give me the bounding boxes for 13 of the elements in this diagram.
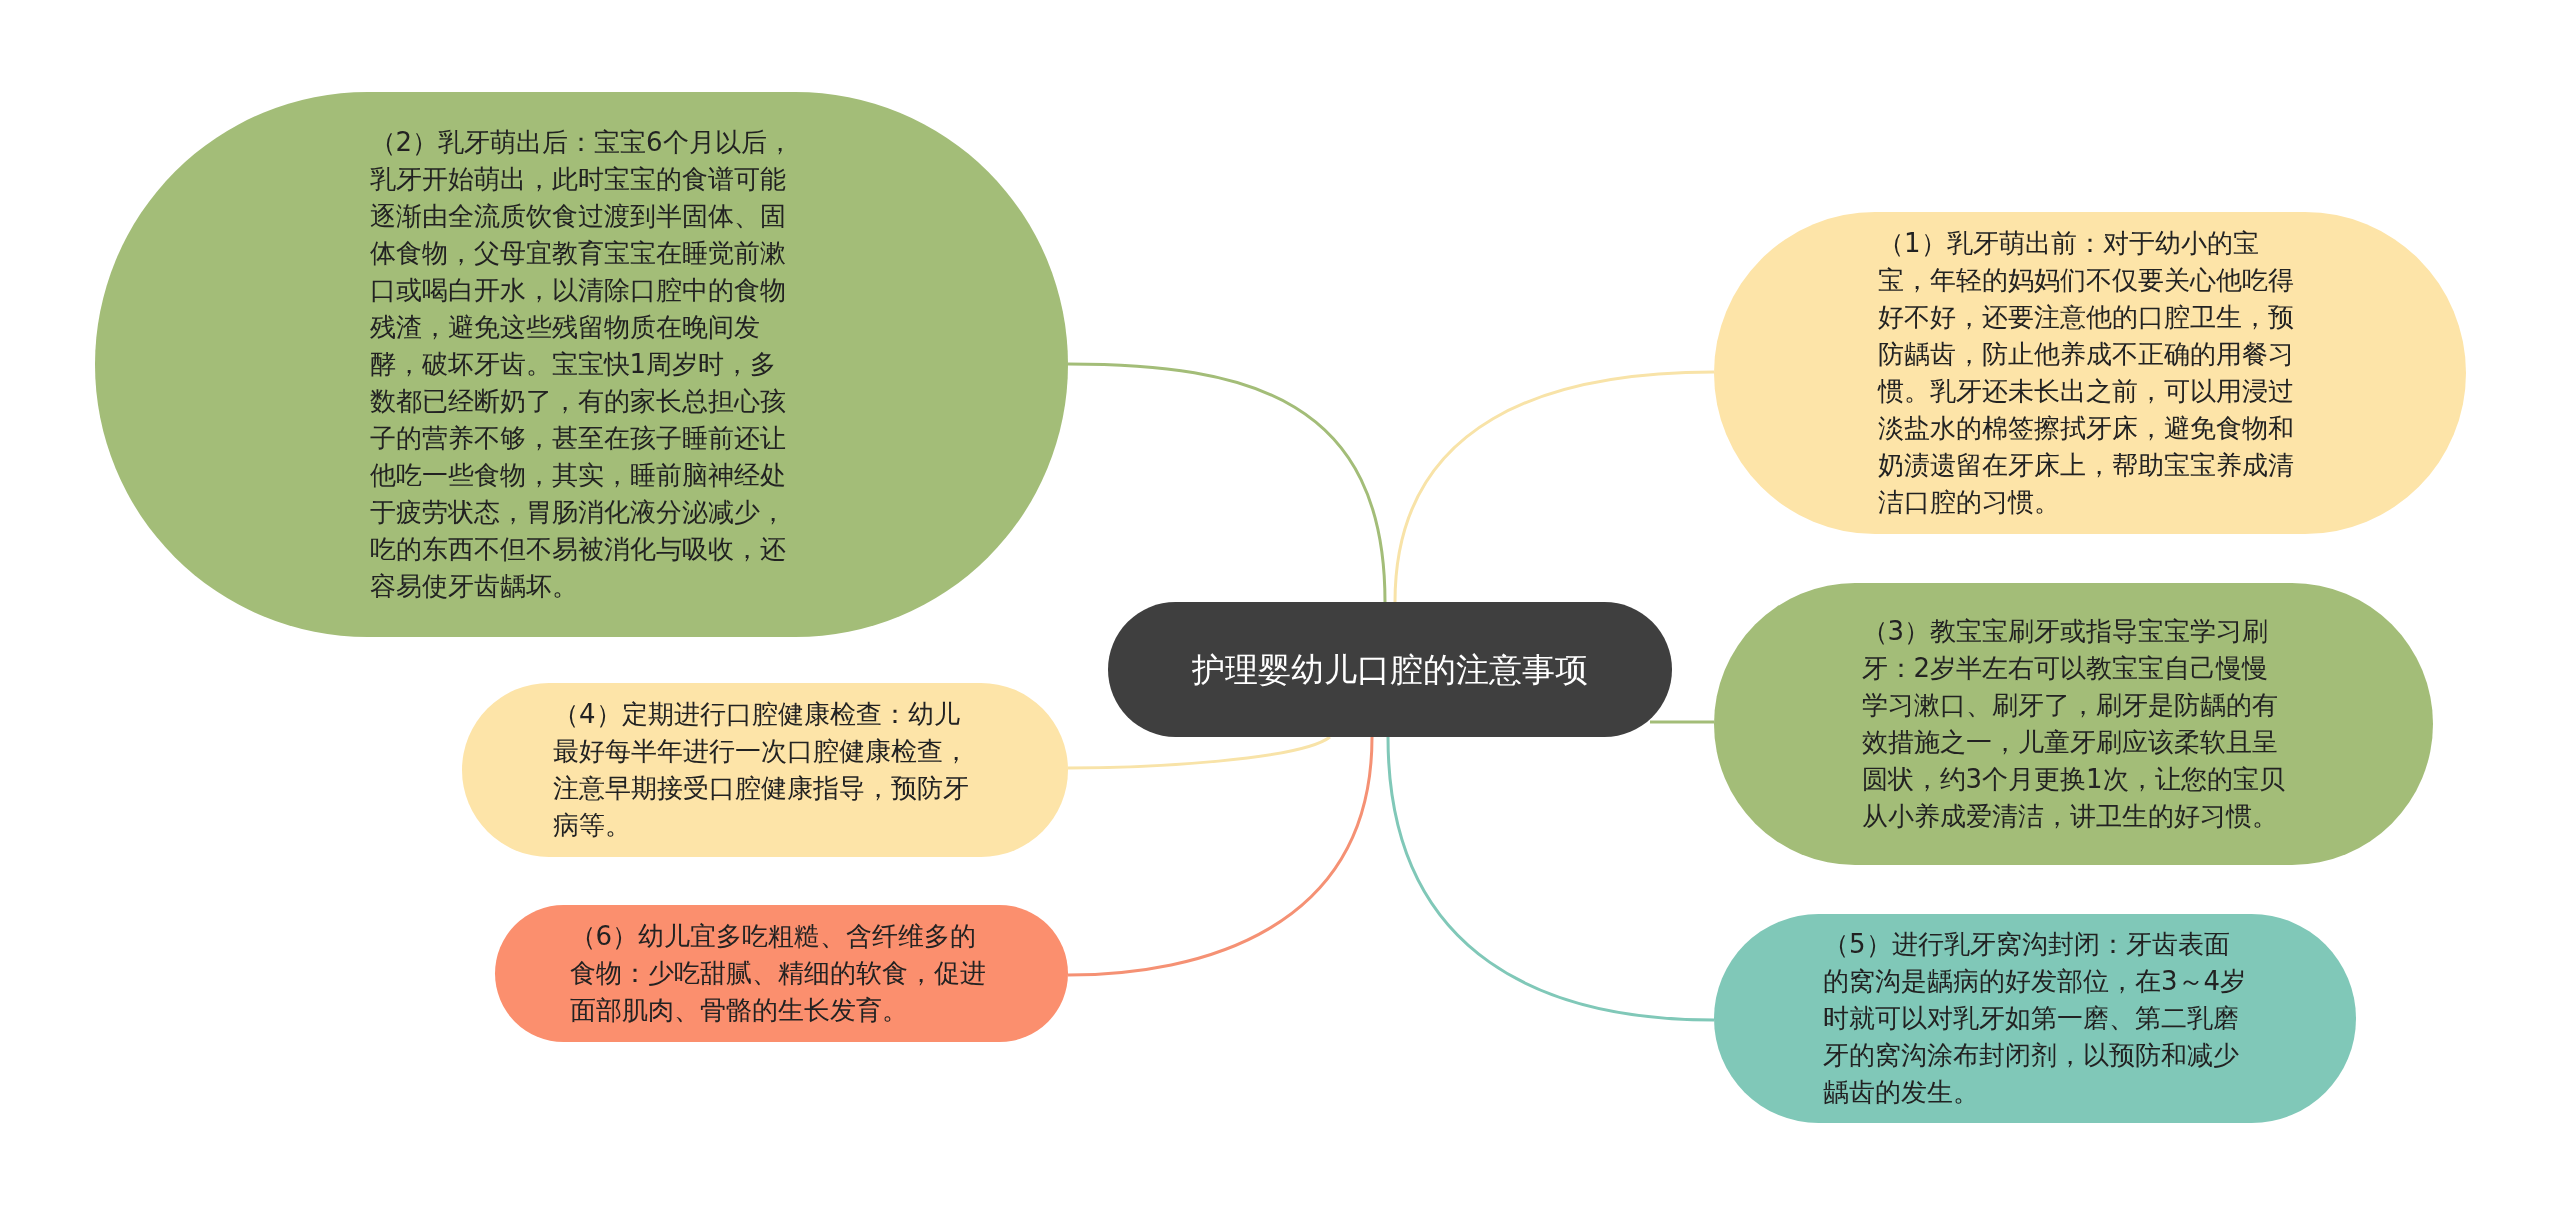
connector-line — [1650, 720, 1714, 724]
central-topic: 护理婴幼儿口腔的注意事项 — [1108, 602, 1672, 737]
topic-bubble: （3）教宝宝刷牙或指导宝宝学习刷牙：2岁半左右可以教宝宝自己慢慢学习漱口、刷牙了，刷牙是防龋的有效措施之一，儿童牙刷应该柔软且呈圆状，约3个月更换1次，让您的宝贝从小养成爱清洁，讲卫生的好习惯。 — [1714, 583, 2433, 865]
topic-bubble: （4）定期进行口腔健康检查：幼儿最好每半年进行一次口腔健康检查，注意早期接受口腔健康指导，预防牙病等。 — [462, 683, 1068, 857]
topic-bubble: （2）乳牙萌出后：宝宝6个月以后，乳牙开始萌出，此时宝宝的食谱可能逐渐由全流质饮食过渡到半固体、固体食物，父母宜教育宝宝在睡觉前漱口或喝白开水，以清除口腔中的食物残渣，避免这些残留物质在晚间发酵，破坏牙齿。宝宝快1周岁时，多数都已经断奶了，有的家长总担心孩子的营养不够，甚至在孩子睡前还让他吃一些食物，其实，睡前脑神经处于疲劳状态，胃肠消化液分泌减少，吃的东西不但不易被消化与吸收，还容易使牙齿龋坏。 — [95, 92, 1068, 637]
topic-bubble: （6）幼儿宜多吃粗糙、含纤维多的食物：少吃甜腻、精细的软食，促进面部肌肉、骨骼的生长发育。 — [495, 905, 1068, 1042]
connector-line — [1393, 370, 1715, 603]
connector-line — [1067, 736, 1374, 977]
connector-line — [1386, 736, 1715, 1022]
topic-bubble: （5）进行乳牙窝沟封闭：牙齿表面的窝沟是龋病的好发部位，在3～4岁时就可以对乳牙如第一磨、第二乳磨牙的窝沟涂布封闭剂，以预防和减少龋齿的发生。 — [1714, 914, 2356, 1123]
connector-line — [1067, 362, 1387, 603]
topic-bubble: （1）乳牙萌出前：对于幼小的宝宝，年轻的妈妈们不仅要关心他吃得好不好，还要注意他的口腔卫生，预防龋齿，防止他养成不正确的用餐习惯。乳牙还未长出之前，可以用浸过淡盐水的棉签擦拭牙床，避免食物和奶渍遗留在牙床上，帮助宝宝养成清洁口腔的习惯。 — [1714, 212, 2466, 534]
connector-line — [1068, 735, 1331, 770]
